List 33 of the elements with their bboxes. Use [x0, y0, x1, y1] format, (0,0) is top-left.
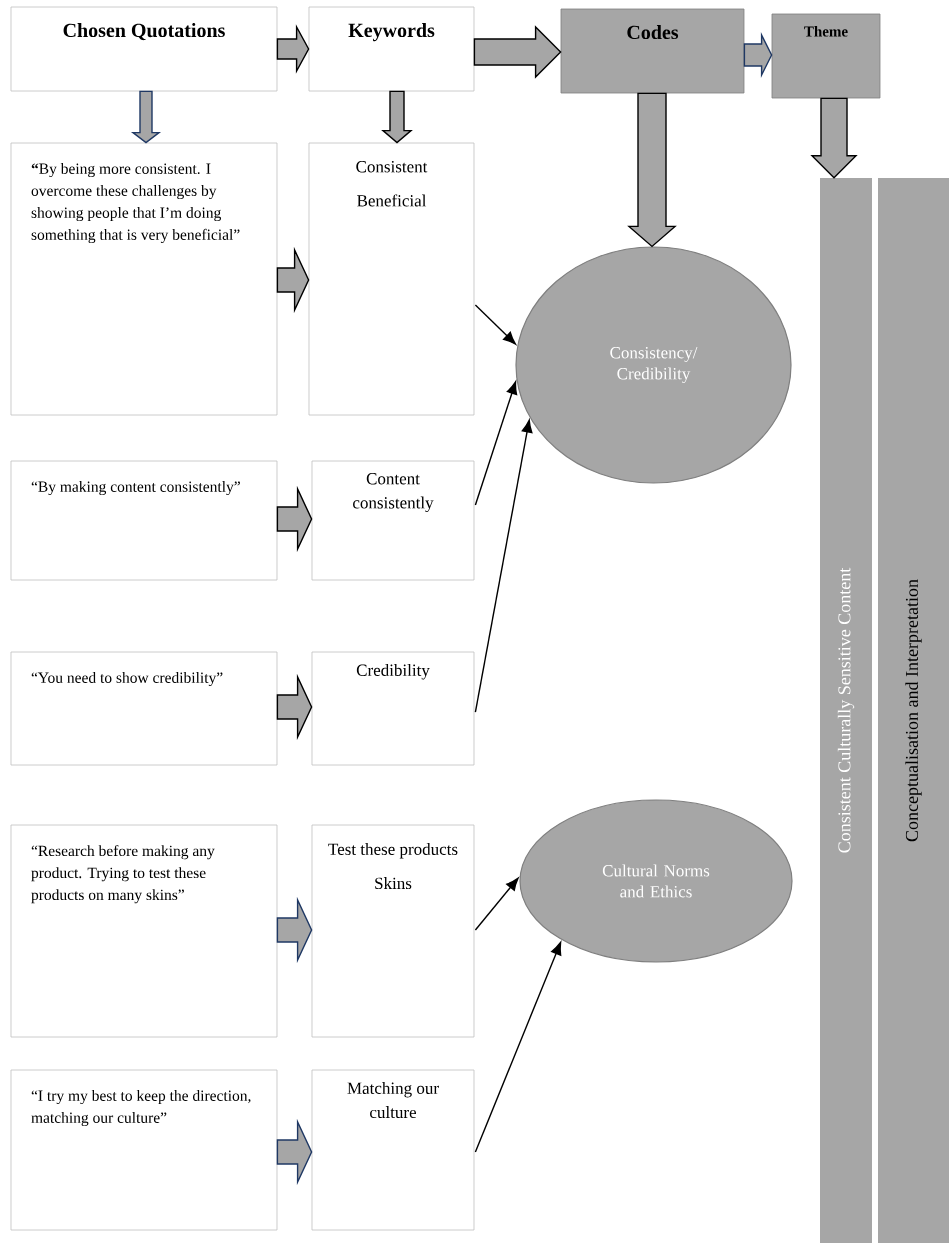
block-arrow: [810, 97, 858, 179]
arrow: [474, 381, 518, 506]
block-arrow: [627, 92, 677, 248]
theme-bar: Consistent Culturally Sensitive Content: [820, 178, 872, 1243]
arrow: [474, 877, 519, 931]
theme-bar: Conceptualisation and Interpretation: [878, 178, 949, 1243]
keyword-box: Consistent Beneficial: [308, 142, 475, 416]
heading-box: Codes: [560, 8, 745, 94]
arrow: [474, 941, 562, 1153]
quotation-box: “Research before making any product. Trying to test these products on many skins”: [10, 824, 278, 1038]
block-arrow: [381, 90, 413, 144]
quotation-box: “I try my best to keep the direction, matching our culture”: [10, 1069, 278, 1231]
block-arrow: [473, 25, 562, 79]
heading-box: Chosen Quotations: [10, 6, 278, 92]
quotation-box: “You need to show credibility”: [10, 651, 278, 766]
keyword-box: Credibility: [311, 651, 475, 766]
block-arrow: [276, 896, 313, 964]
heading-box: Theme: [771, 13, 881, 99]
keyword-box: Content consistently: [311, 460, 475, 581]
arrow: [474, 304, 516, 345]
block-arrow: [276, 485, 313, 553]
block-arrow: [276, 24, 310, 74]
quotation-box: “By being more consistent. I overcome these challenges by showing people that I’m doing something that is very beneficial”: [10, 142, 278, 416]
block-arrow: [276, 246, 310, 314]
keyword-box: Test these products Skins: [311, 824, 475, 1038]
block-arrow: [276, 673, 313, 741]
arrow: [474, 419, 533, 713]
block-arrow: [276, 1118, 313, 1186]
quotation-box: “By making content consistently”: [10, 460, 278, 581]
block-arrow: [743, 32, 773, 78]
keyword-box: Matching our culture: [311, 1069, 475, 1231]
block-arrow: [130, 90, 162, 144]
heading-box: Keywords: [308, 6, 475, 92]
